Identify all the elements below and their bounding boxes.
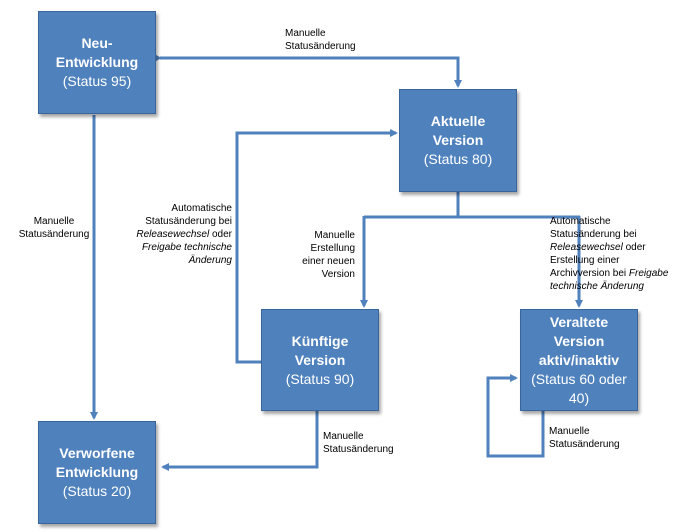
node-title: Version	[432, 132, 484, 148]
label-veraltet-self: Manuelle Statusänderung	[549, 426, 620, 450]
edge-kuenftig-aktuell	[235, 129, 398, 364]
node-title: aktiv/inaktiv	[538, 351, 620, 368]
node-title: Aktuelle	[430, 113, 486, 129]
edge-kuenftig-verworfen	[161, 411, 319, 471]
label-kuenftig-verworfen: Manuelle Statusänderung	[323, 431, 394, 455]
label-aktuell-veraltet: Automatische Statusänderung bei Releasew…	[550, 216, 669, 292]
edge-veraltet-self	[486, 374, 545, 458]
node-title: Verworfene	[59, 445, 135, 461]
node-status: (Status 20)	[62, 483, 132, 499]
node-status: (Status 95)	[62, 73, 132, 89]
node-title: Version	[294, 351, 346, 368]
node-aktuelle-version: Aktuelle Version (Status 80)	[399, 89, 517, 192]
node-status: (Status 80)	[423, 151, 493, 167]
node-kuenftige-version: Künftige Version (Status 90)	[261, 309, 379, 411]
node-title: Version	[553, 332, 605, 349]
label-neu-verworfen: Manuelle Statusänderung	[18, 216, 90, 240]
label-aktuell-kuenftig: Manuelle Erstellung einer neuen Version	[302, 230, 355, 280]
node-status: (Status 60 oder	[531, 370, 627, 387]
node-status: 40)	[568, 389, 590, 406]
node-neu-entwicklung: Neu- Entwicklung (Status 95)	[38, 11, 156, 114]
node-title: Entwicklung	[55, 54, 139, 70]
node-veraltete-version: Veraltete Version aktiv/inaktiv (Status …	[520, 309, 638, 411]
node-status: (Status 90)	[285, 370, 355, 387]
label-kuenftig-aktuell: Automatische Statusänderung bei Releasew…	[136, 203, 232, 266]
edge-aktuell-split	[364, 192, 580, 219]
edge-neu-aktuell	[154, 54, 462, 88]
node-title: Veraltete	[549, 313, 609, 330]
node-title: Neu-	[81, 35, 113, 51]
node-title: Entwicklung	[55, 464, 139, 480]
label-neu-aktuell: Manuelle Statusänderung	[285, 28, 356, 52]
node-title: Künftige	[291, 332, 349, 349]
node-verworfene-entwicklung: Verworfene Entwicklung (Status 20)	[38, 421, 156, 524]
